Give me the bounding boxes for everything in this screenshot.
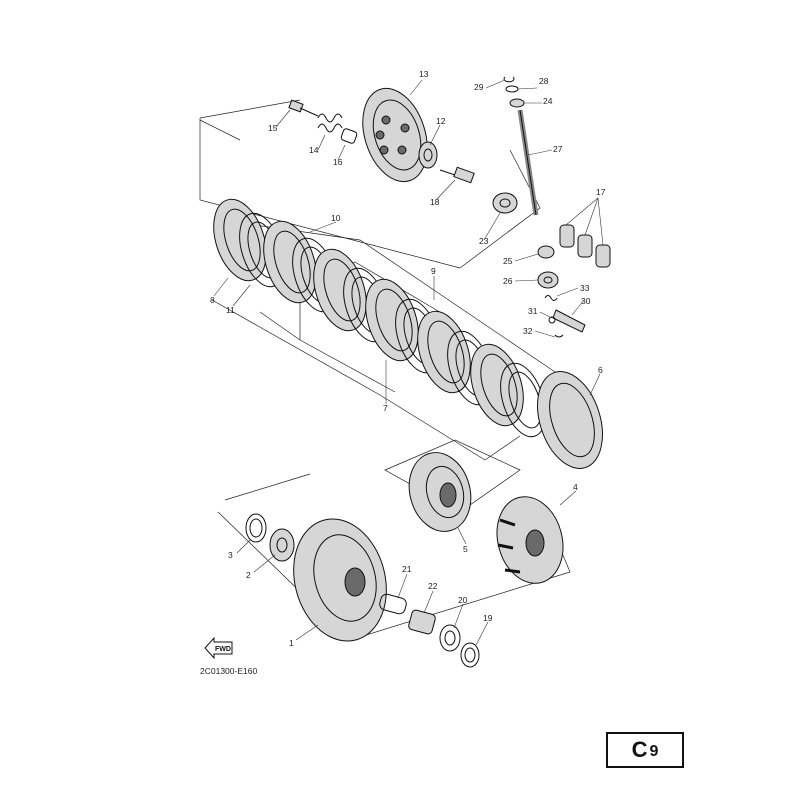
- bolt-15: [288, 99, 319, 117]
- clutch-housing-1: [293, 518, 387, 642]
- part-label-6: 6: [598, 365, 603, 375]
- clip-32: [554, 334, 564, 338]
- spring-33: [544, 295, 558, 301]
- shaft-27: [517, 109, 539, 216]
- friction-plate-7a: [313, 248, 367, 332]
- friction-plate-7c: [417, 310, 471, 394]
- washer-3: [245, 513, 267, 543]
- part-label-13: 13: [419, 69, 429, 79]
- part-label-16: 16: [333, 157, 343, 167]
- part-label-33: 33: [580, 283, 590, 293]
- part-label-31: 31: [528, 306, 538, 316]
- bearing-26: [537, 271, 559, 289]
- friction-plate-10: [263, 220, 317, 304]
- needle-bearing-22: [408, 609, 436, 635]
- diagram-code: 2C01300-E160: [200, 666, 257, 676]
- bearing-25: [537, 245, 555, 259]
- washer-16: [340, 128, 358, 144]
- washer-28: [505, 85, 519, 93]
- part-label-27: 27: [553, 144, 563, 154]
- part-label-14: 14: [309, 145, 319, 155]
- part-label-29: 29: [474, 82, 484, 92]
- part-label-9: 9: [431, 266, 436, 276]
- plates-17: [559, 224, 611, 268]
- part-label-30: 30: [581, 296, 591, 306]
- page-indicator: C 9: [606, 732, 684, 768]
- friction-plate-6: [537, 371, 603, 469]
- part-label-15: 15: [268, 123, 278, 133]
- page-number: 9: [649, 743, 659, 760]
- friction-plate-7d: [470, 343, 524, 427]
- part-label-8: 8: [210, 295, 215, 305]
- part-label-17: 17: [596, 187, 606, 197]
- bearing-12: [418, 141, 438, 169]
- lever-30: [552, 309, 586, 333]
- push-rod-18: [439, 166, 475, 184]
- leader-lines: [213, 79, 604, 646]
- part-label-20: 20: [458, 595, 468, 605]
- part-label-21: 21: [402, 564, 412, 574]
- part-label-12: 12: [436, 116, 446, 126]
- part-label-3: 3: [228, 550, 233, 560]
- washer-20: [439, 624, 461, 652]
- pin-31: [548, 316, 556, 324]
- seal-24: [509, 98, 525, 108]
- part-label-7: 7: [383, 403, 388, 413]
- part-label-26: 26: [503, 276, 513, 286]
- part-label-11: 11: [226, 305, 235, 315]
- part-label-4: 4: [573, 482, 578, 492]
- nut-23: [492, 192, 518, 214]
- part-label-5: 5: [463, 544, 468, 554]
- part-label-24: 24: [543, 96, 553, 106]
- circlip-29: [503, 76, 515, 83]
- part-label-25: 25: [503, 256, 513, 266]
- plate-2: [269, 528, 295, 562]
- page-letter: C: [631, 737, 648, 762]
- spring-14: [317, 113, 343, 133]
- part-labels: 13 12 15 14 16 29 28 24 27 18 23 17 25 2…: [210, 69, 606, 648]
- part-label-18: 18: [430, 197, 440, 207]
- fwd-label: FWD: [215, 646, 231, 653]
- friction-plate-7b: [365, 278, 419, 362]
- part-label-1: 1: [289, 638, 294, 648]
- washer-19: [460, 642, 480, 668]
- part-label-22: 22: [428, 581, 438, 591]
- part-label-32: 32: [523, 326, 533, 336]
- part-label-23: 23: [479, 236, 489, 246]
- fwd-arrow-icon: FWD: [204, 636, 233, 660]
- pressure-plate-13: [362, 87, 428, 183]
- part-label-10: 10: [331, 213, 341, 223]
- part-label-19: 19: [483, 613, 493, 623]
- clutch-boss-5: [408, 452, 472, 532]
- part-label-2: 2: [246, 570, 251, 580]
- part-label-28: 28: [539, 76, 549, 86]
- hub-4: [496, 496, 564, 584]
- spacer-21: [379, 593, 407, 615]
